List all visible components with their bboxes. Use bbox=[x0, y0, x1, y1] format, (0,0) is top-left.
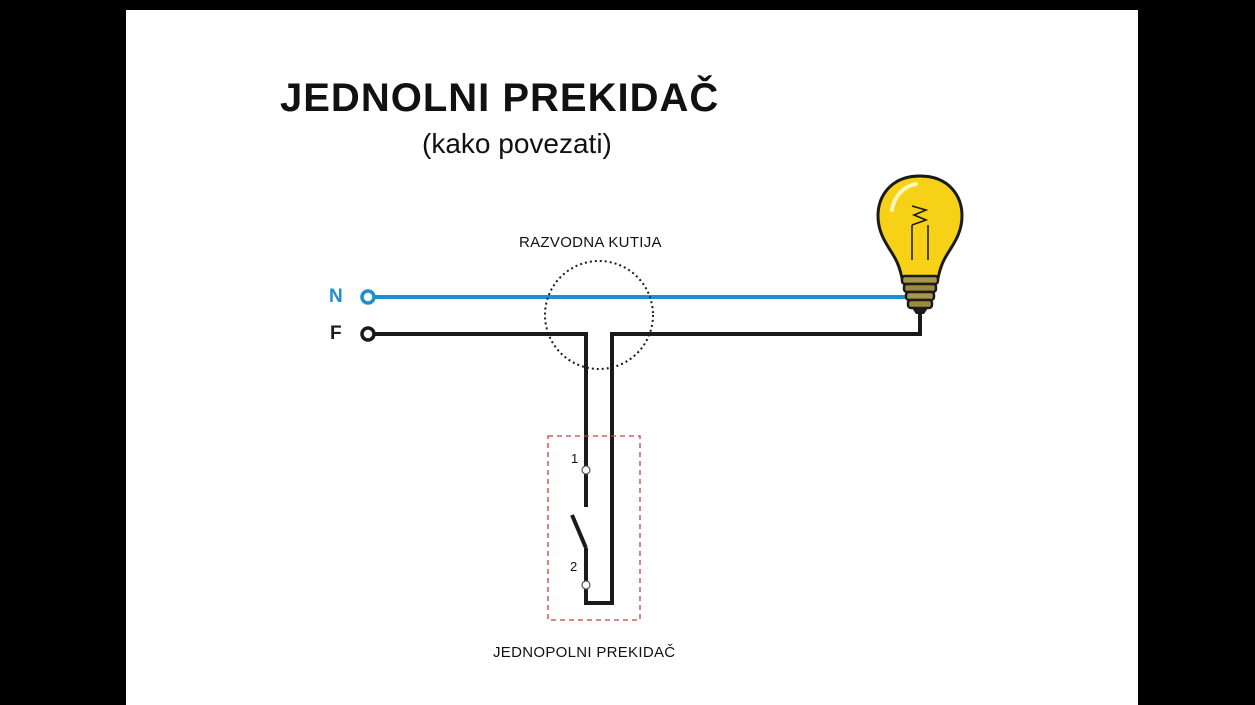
switched-phase-wire bbox=[584, 313, 922, 605]
wiring-diagram bbox=[360, 174, 964, 621]
diagram-subtitle: (kako povezati) bbox=[422, 128, 612, 159]
slide: JEDNOLNI PREKIDAČ (kako povezati) RAZVOD… bbox=[126, 10, 1138, 705]
switch-label: JEDNOPOLNI PREKIDAČ bbox=[493, 644, 676, 661]
switch-enclosure bbox=[547, 435, 641, 621]
phase-wire-to-switch bbox=[374, 332, 588, 505]
switch-contact-1 bbox=[581, 465, 591, 475]
diagram-title: JEDNOLNI PREKIDAČ bbox=[280, 76, 720, 120]
phase-terminal bbox=[360, 326, 376, 342]
phase-label: F bbox=[330, 323, 342, 344]
junction-box bbox=[544, 260, 654, 370]
neutral-terminal bbox=[360, 289, 376, 305]
switch-contact-2 bbox=[581, 580, 591, 590]
switch-contact-label-1: 1 bbox=[571, 451, 579, 466]
junction-box-label: RAZVODNA KUTIJA bbox=[519, 234, 662, 251]
neutral-label: N bbox=[329, 286, 343, 307]
light-bulb-icon bbox=[876, 174, 964, 314]
switch-blade bbox=[570, 514, 588, 549]
switch-contact-label-2: 2 bbox=[570, 559, 578, 574]
